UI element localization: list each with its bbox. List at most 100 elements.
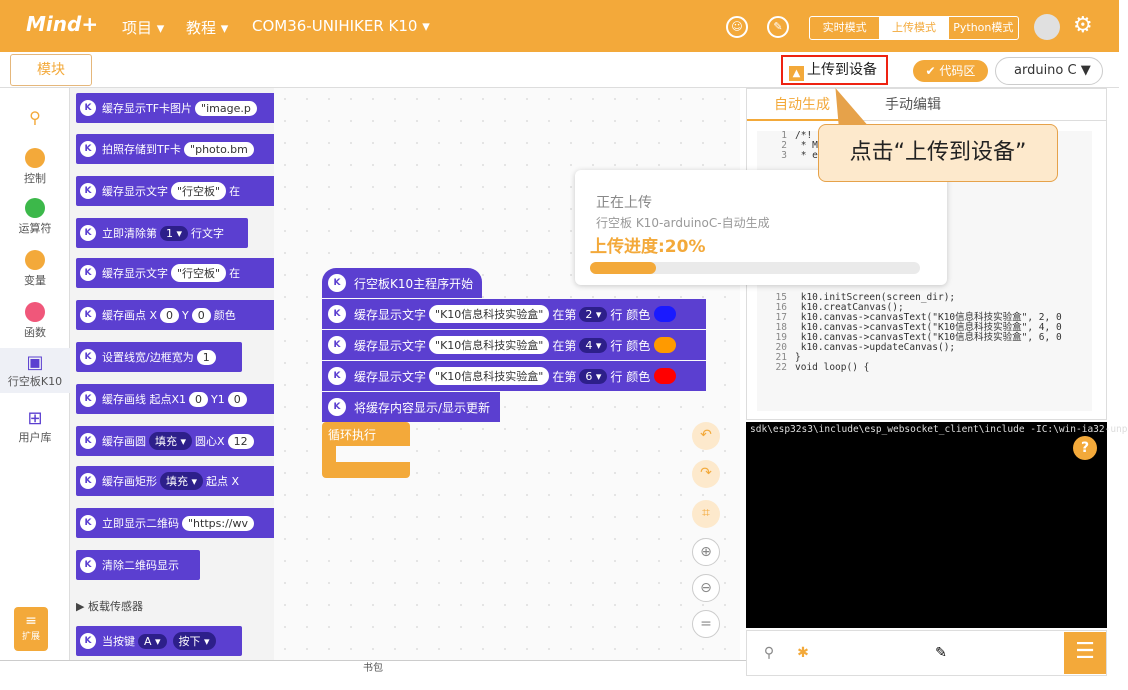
- menu-project[interactable]: 项目 ▾: [122, 19, 165, 37]
- k10-icon: K: [80, 349, 96, 365]
- progress-title: 正在上传: [596, 195, 652, 211]
- category-dot: [25, 198, 45, 218]
- k10-icon: K: [80, 557, 96, 573]
- k10-icon: K: [328, 398, 346, 416]
- color-swatch[interactable]: [654, 368, 677, 384]
- code-line: 3 * e: [781, 150, 818, 161]
- tab-auto-generate[interactable]: 自动生成: [747, 89, 857, 121]
- section-onboard-sensors[interactable]: ▶ 板载传感器: [76, 600, 143, 613]
- zoom-in-icon[interactable]: ⊕: [692, 538, 720, 566]
- k10-icon: K: [328, 274, 346, 292]
- mode-python[interactable]: Python模式: [953, 21, 1014, 34]
- chip-icon: ▣: [26, 352, 44, 373]
- check-icon: ✔: [925, 64, 940, 78]
- code-line: 15 k10.initScreen(screen_dir);: [775, 292, 956, 303]
- language-value: arduino C: [1014, 63, 1077, 78]
- library-icon: ⊞: [27, 408, 43, 429]
- extension-button[interactable]: ≡ 扩展: [14, 607, 48, 651]
- k10-icon: K: [328, 305, 346, 323]
- mode-realtime[interactable]: 实时模式: [822, 21, 867, 34]
- usb-icon[interactable]: ⚲: [763, 645, 775, 661]
- tab-blocks[interactable]: 模块: [10, 54, 92, 86]
- upload-to-device-button[interactable]: ▲上传到设备: [781, 55, 888, 85]
- category-variables[interactable]: 变量: [0, 250, 70, 288]
- reset-zoom-icon[interactable]: =: [692, 610, 720, 638]
- app-logo: Mind+: [26, 12, 99, 36]
- edit-icon[interactable]: ✎: [767, 16, 789, 38]
- progress-percent: 上传进度:20%: [590, 237, 706, 257]
- serial-terminal[interactable]: sdk\esp32s3\include\esp_websocket_client…: [746, 422, 1128, 628]
- menu-device[interactable]: COM36-UNIHIKER K10 ▾: [252, 17, 430, 35]
- user-avatar[interactable]: [1034, 14, 1060, 40]
- color-swatch[interactable]: [654, 306, 677, 322]
- redo-icon[interactable]: ↷: [692, 460, 720, 488]
- language-select[interactable]: arduino C ▼: [995, 57, 1103, 85]
- toolbar: 模块 ▲上传到设备 ✔ 代码区 arduino C ▼: [0, 52, 1119, 88]
- code-line: 1/*!: [781, 130, 813, 141]
- help-icon[interactable]: ?: [1073, 436, 1097, 460]
- k10-icon: K: [80, 633, 96, 649]
- code-area-label: 代码区: [939, 64, 976, 78]
- top-menu-bar: Mind+ 项目 ▾ 教程 ▾ COM36-UNIHIKER K10 ▾ ☺ ✎…: [0, 0, 1119, 52]
- menu-tutorial[interactable]: 教程 ▾: [186, 19, 229, 37]
- usb-disconnect-icon[interactable]: ✱: [797, 645, 809, 661]
- code-line: 18 k10.canvas->canvasText("K10信息科技实验盒", …: [775, 322, 1062, 333]
- k10-icon: K: [80, 473, 96, 489]
- k10-icon: K: [80, 225, 96, 241]
- color-swatch[interactable]: [654, 337, 677, 353]
- code-line: 21}: [775, 352, 801, 363]
- undo-icon[interactable]: ↶: [692, 422, 720, 450]
- terminal-toolbar: ⚲ ✱ ✎: [746, 630, 1107, 676]
- tab-manual-edit[interactable]: 手动编辑: [885, 97, 941, 113]
- code-area-toggle[interactable]: ✔ 代码区: [913, 60, 988, 82]
- extension-icon: ≡: [25, 613, 37, 629]
- category-dot: [25, 250, 45, 270]
- clear-terminal-icon[interactable]: ✎: [935, 645, 947, 661]
- category-user-library[interactable]: ⊞ 用户库: [0, 408, 70, 445]
- k10-icon: K: [80, 307, 96, 323]
- k10-icon: K: [80, 515, 96, 531]
- k10-icon: K: [80, 141, 96, 157]
- k10-icon: K: [80, 433, 96, 449]
- robot-icon[interactable]: ☺: [726, 16, 748, 38]
- search-icon[interactable]: ⚲: [29, 108, 41, 127]
- mode-switcher: 实时模式 上传模式 Python模式: [809, 16, 1019, 40]
- category-k10[interactable]: ▣ 行空板K10: [0, 348, 70, 393]
- category-control[interactable]: 控制: [0, 148, 70, 186]
- zoom-out-icon[interactable]: ⊖: [692, 574, 720, 602]
- gear-icon[interactable]: ⚙: [1073, 13, 1093, 38]
- mode-upload[interactable]: 上传模式: [879, 17, 949, 39]
- k10-icon: K: [80, 183, 96, 199]
- category-functions[interactable]: 函数: [0, 302, 70, 340]
- code-line: 16 k10.creatCanvas();: [775, 302, 904, 313]
- code-line: 19 k10.canvas->canvasText("K10信息科技实验盒", …: [775, 332, 1062, 343]
- loop-block[interactable]: 循环执行: [322, 422, 410, 478]
- crop-icon[interactable]: ⌗: [692, 500, 720, 528]
- code-line: 20 k10.canvas->updateCanvas();: [775, 342, 956, 353]
- list-menu-icon[interactable]: ☰: [1064, 632, 1106, 674]
- category-operators[interactable]: 运算符: [0, 198, 70, 236]
- code-line: 17 k10.canvas->canvasText("K10信息科技实验盒", …: [775, 312, 1062, 323]
- backpack-bar[interactable]: 书包: [0, 660, 746, 676]
- k10-icon: K: [80, 265, 96, 281]
- k10-icon: K: [328, 367, 346, 385]
